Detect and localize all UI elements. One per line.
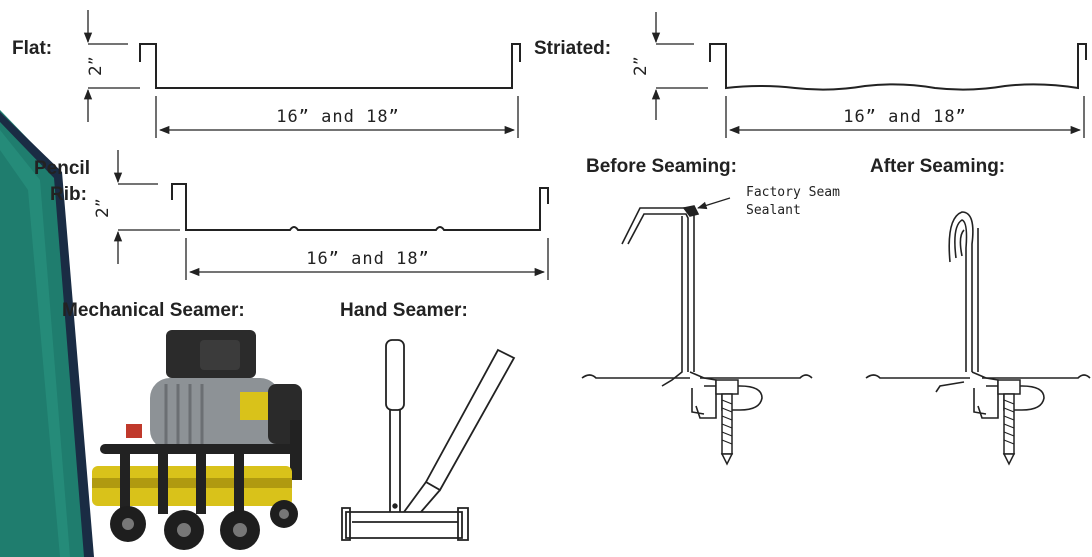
hand-seamer-image [341, 339, 516, 541]
before-seaming-screw [715, 379, 739, 466]
flat-height-dimension [83, 10, 140, 122]
flat-width-dimension [155, 96, 519, 138]
mechanical-seamer-image [92, 330, 302, 550]
hand-seamer-label: Hand Seamer: [340, 300, 468, 321]
before-seaming-drawing [581, 205, 813, 419]
after-seaming-screw [997, 379, 1021, 466]
striated-profile-drawing [709, 43, 1087, 91]
striated-height-label: 2” [631, 56, 651, 76]
pencil-rib-height-dimension [113, 150, 180, 264]
striated-height-dimension [651, 12, 708, 120]
pencil-rib-height-label: 2” [93, 198, 113, 218]
pencil-rib-label-line2: Rib: [50, 184, 87, 205]
after-seaming-label: After Seaming: [870, 156, 1006, 177]
pencil-rib-label-line1: Pencil [34, 158, 90, 179]
sealant-callout-line2: Sealant [746, 203, 801, 218]
pencil-rib-profile-drawing [171, 183, 549, 231]
striated-width-dimension [725, 96, 1085, 138]
after-seaming-drawing [865, 211, 1091, 419]
left-decorative-band [0, 110, 94, 557]
mechanical-seamer-label: Mechanical Seamer: [62, 300, 245, 321]
sealant-callout-leader [697, 197, 731, 210]
flat-height-label: 2” [86, 56, 106, 76]
striated-label: Striated: [534, 38, 612, 59]
before-seaming-label: Before Seaming: [586, 156, 737, 177]
flat-profile-drawing [139, 43, 521, 89]
flat-width-label: 16” and 18” [276, 107, 400, 127]
pencil-rib-width-dimension [185, 238, 549, 280]
flat-label: Flat: [12, 38, 53, 59]
sealant-callout-line1: Factory Seam [746, 185, 840, 200]
striated-width-label: 16” and 18” [843, 107, 967, 127]
pencil-rib-width-label: 16” and 18” [306, 249, 430, 269]
